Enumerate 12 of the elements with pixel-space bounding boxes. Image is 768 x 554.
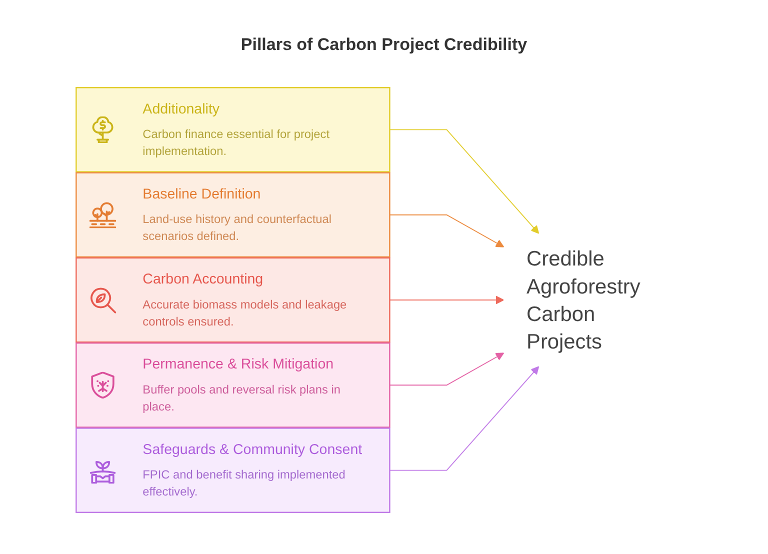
pillar-box: Baseline Definition Land-use history and counterfactual scenarios defined. xyxy=(76,172,390,258)
pillar-box: Carbon Accounting Accurate biomass models and leakage controls ensured. xyxy=(76,257,390,343)
pillar-box: Safeguards & Community Consent FPIC and benefit sharing implemented effectively. xyxy=(76,428,390,514)
arrow xyxy=(389,296,504,304)
arrow xyxy=(389,129,540,234)
arrow xyxy=(389,366,540,471)
arrow xyxy=(389,214,504,248)
arrow xyxy=(389,352,504,386)
outcome-text: Credible Agroforestry Carbon Projects xyxy=(526,246,640,354)
pillar-box: Permanence & Risk Mitigation Buffer pools and reversal risk plans in place. xyxy=(76,342,390,428)
diagram-title: Pillars of Carbon Project Credibility xyxy=(240,35,528,55)
pillar-box: Additionality Carbon finance essential for project implementation. xyxy=(76,86,390,172)
